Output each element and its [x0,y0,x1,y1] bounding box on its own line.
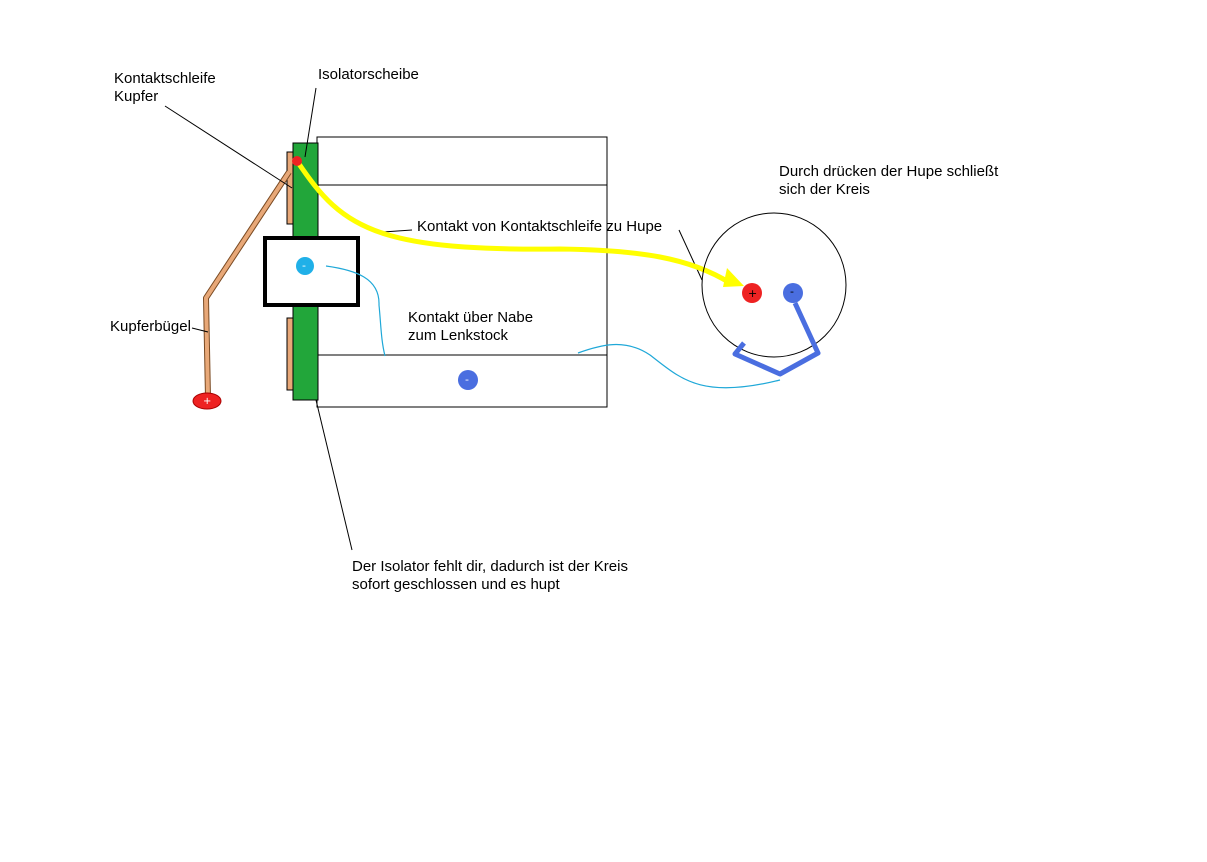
leader-copper-bracket [191,327,209,333]
bracket-plus-terminal [192,392,222,410]
label-hub-contact-line1: Kontakt über Nabe [408,309,534,326]
hub-contact-wire [325,265,386,357]
column-housing [316,136,608,408]
horn-body [701,212,847,358]
label-contact-loop-line2: Kupfer [114,88,159,105]
leader-insulator-disc [304,87,317,158]
hub-minus-symbol: - [302,259,306,272]
label-horn-press-line1: Durch drücken der Hupe schließt [779,163,999,180]
label-horn-press-line2: sich der Kreis [779,181,870,198]
horn-plus-symbol: + [748,287,758,300]
label-contact-loop-line1: Kontaktschleife [114,70,216,87]
leader-contact-loop [164,105,293,189]
label-missing-insulator-line2: sofort geschlossen und es hupt [352,576,560,593]
column-to-horn-wire [577,343,781,389]
leader-yellow-wire [382,229,413,233]
hub-minus-terminal [296,257,314,275]
contact-loop-terminal [292,156,302,166]
label-insulator-disc: Isolatorscheibe [318,66,419,83]
column-minus-terminal [458,370,478,390]
leader-missing-insulator [315,399,353,551]
label-contact-loop-to-horn: Kontakt von Kontaktschleife zu Hupe [417,218,663,235]
label-missing-insulator-line1: Der Isolator fehlt dir, dadurch ist der … [352,558,628,575]
label-missing-insulator: Der Isolator fehlt dir, dadurch ist der … [352,558,628,594]
label-contact-loop: Kontaktschleife Kupfer [114,70,216,106]
horn-switch-contact [732,301,821,377]
yellow-wire-arrowhead [723,268,744,287]
label-hub-contact-line2: zum Lenkstock [408,327,509,344]
label-hub-contact: Kontakt über Nabe zum Lenkstock [408,309,533,345]
label-horn-press: Durch drücken der Hupe schließt sich der… [779,163,998,199]
horn-plus-terminal [742,283,762,303]
label-copper-bracket: Kupferbügel [110,318,191,335]
horn-minus-symbol: - [790,285,794,298]
copper-bracket-fill [204,170,291,399]
leader-horn-contact [678,229,703,281]
column-minus-symbol: - [465,373,469,386]
horn-minus-terminal [783,283,803,303]
bracket-plus-symbol: + [203,396,212,407]
yellow-contact-wire [294,158,733,286]
